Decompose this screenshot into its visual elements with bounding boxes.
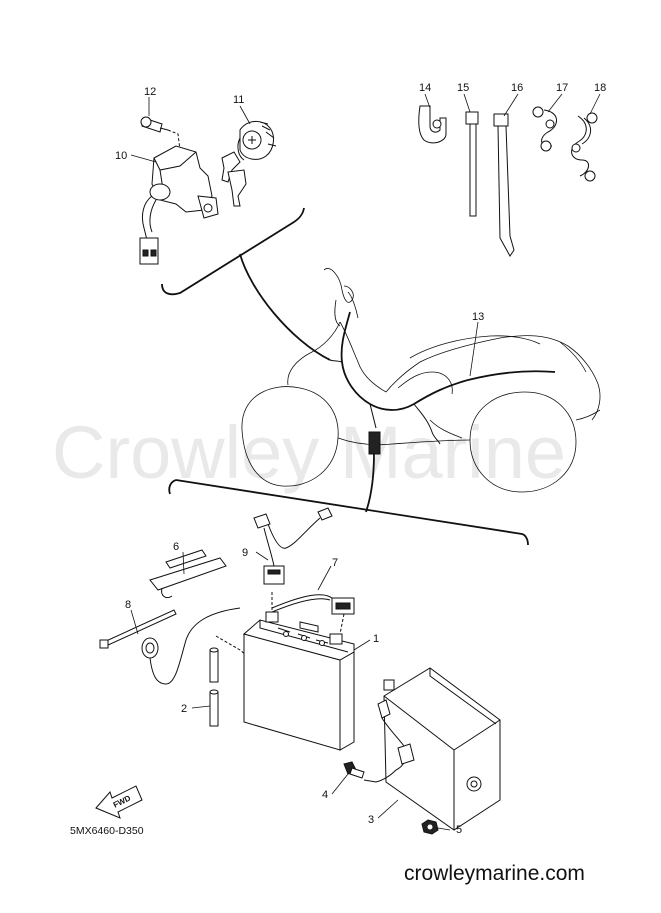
lead-part-7 [271,594,355,615]
cable-tie-part-8 [99,607,241,685]
detail-bracket-top [161,207,331,361]
main-switch-assembly [139,116,277,265]
bolt-part-4 [343,761,365,779]
breather-pipe-part-2 [209,635,253,727]
callout-2: 2 [181,703,187,715]
callout-9: 9 [242,547,248,559]
callout-15: 15 [457,82,469,94]
callout-17: 17 [556,82,568,94]
callout-16: 16 [511,82,523,94]
harness-connector [368,431,381,455]
callout-12: 12 [144,86,156,98]
fwd-arrow: FWD [95,785,143,819]
nut-part-5 [421,819,439,835]
cable-tie-part-15 [465,111,479,217]
callout-3: 3 [368,814,374,826]
cable-tie-part-16 [493,113,515,257]
callout-1: 1 [373,633,379,645]
clamp-part-14 [418,105,447,144]
callout-14: 14 [419,82,431,94]
callout-numbers: 12 11 10 14 15 16 17 18 13 6 9 7 8 1 2 4… [115,82,606,836]
watermark-text: Crowley Marine [52,411,566,494]
diagram-code: 5MX6460-D350 [70,825,144,837]
callout-5: 5 [456,824,462,836]
lead-part-9 [253,507,333,585]
clip-part-17 [532,106,557,152]
battery-band-part-6 [149,549,227,599]
detail-bracket-bottom [168,453,529,546]
site-footer: crowleymarine.com [404,862,585,885]
wire-harness-part-13 [327,311,556,455]
battery-box-part-3 [363,667,501,831]
clip-part-18 [571,112,598,182]
scooter-outline [241,268,601,493]
leader-lines [130,93,601,831]
callout-11: 11 [233,94,244,106]
callout-4: 4 [322,789,328,801]
callout-13: 13 [472,311,484,323]
battery-part-1 [242,592,355,751]
callout-18: 18 [594,82,606,94]
callout-7: 7 [332,557,338,569]
callout-6: 6 [173,541,179,553]
callout-10: 10 [115,150,127,162]
callout-8: 8 [125,599,131,611]
